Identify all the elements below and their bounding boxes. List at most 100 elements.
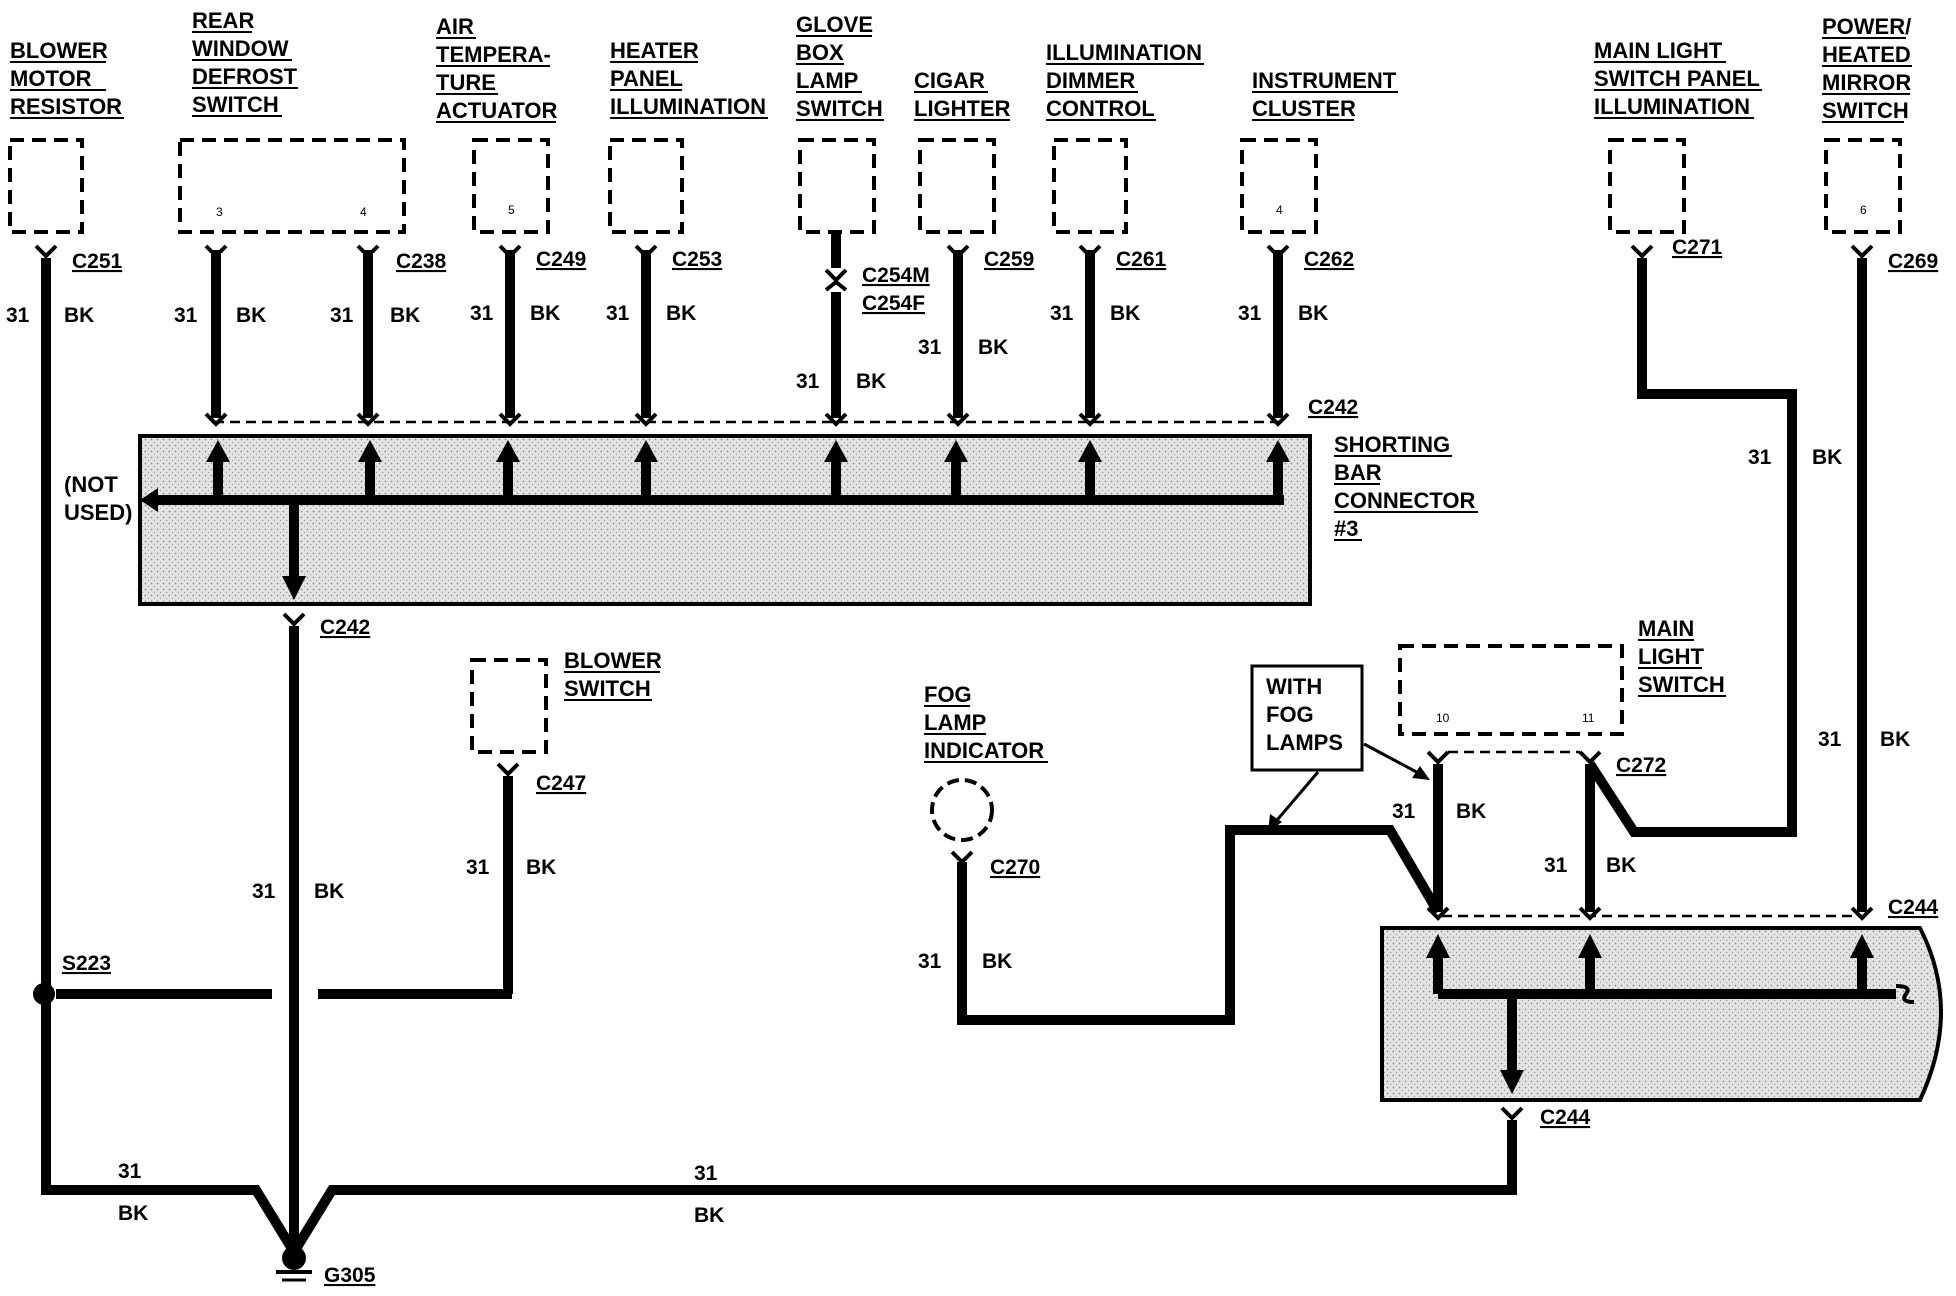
svg-text:C244: C244: [1888, 896, 1939, 919]
label-power-heated-mirror-switch: POWER/ HEATED MIRROR SWITCH: [1822, 14, 1912, 123]
svg-text:C259: C259: [984, 248, 1034, 271]
svg-text:C272: C272: [1616, 754, 1666, 777]
svg-text:TURE: TURE: [436, 70, 496, 95]
s223-splice: [33, 983, 55, 1005]
svg-text:BK: BK: [982, 950, 1012, 973]
svg-text:BK: BK: [694, 1204, 724, 1227]
c244-shorting-bar: [1380, 926, 1943, 1102]
svg-text:31: 31: [1748, 446, 1772, 469]
svg-text:MOTOR: MOTOR: [10, 66, 92, 91]
label-instrument-cluster: INSTRUMENT CLUSTER: [1252, 68, 1398, 121]
svg-text:31: 31: [174, 304, 198, 327]
svg-text:FOG: FOG: [924, 682, 972, 707]
svg-text:HEATER: HEATER: [610, 38, 699, 63]
svg-text:31: 31: [918, 336, 942, 359]
svg-text:5: 5: [508, 203, 515, 217]
svg-text:SWITCH PANEL: SWITCH PANEL: [1594, 66, 1760, 91]
svg-text:C253: C253: [672, 248, 722, 271]
svg-text:C247: C247: [536, 772, 586, 795]
svg-text:C261: C261: [1116, 248, 1167, 271]
svg-text:31: 31: [470, 302, 494, 325]
svg-text:SWITCH: SWITCH: [564, 676, 651, 701]
svg-text:31: 31: [1544, 854, 1568, 877]
svg-text:INSTRUMENT: INSTRUMENT: [1252, 68, 1397, 93]
svg-text:C270: C270: [990, 856, 1040, 879]
svg-text:LAMP: LAMP: [796, 68, 858, 93]
label-blower-switch: BLOWER SWITCH: [564, 648, 662, 701]
blower-switch-box: [470, 658, 548, 754]
svg-text:ILLUMINATION: ILLUMINATION: [610, 94, 766, 119]
svg-text:BK: BK: [666, 302, 696, 325]
svg-text:#3: #3: [1334, 516, 1358, 541]
label-shorting-bar-connector: SHORTING BAR CONNECTOR #3: [1334, 432, 1478, 541]
svg-text:31: 31: [466, 856, 490, 879]
svg-text:SWITCH: SWITCH: [1638, 672, 1725, 697]
label-fog-lamp-indicator: FOG LAMP INDICATOR: [924, 682, 1048, 763]
label-not-used: (NOT USED): [64, 472, 132, 525]
svg-text:SWITCH: SWITCH: [1822, 98, 1909, 123]
fog-lamp-wire: [957, 825, 1443, 1025]
svg-text:31: 31: [1818, 728, 1842, 751]
svg-text:BK: BK: [118, 1202, 148, 1225]
svg-text:ILLUMINATION: ILLUMINATION: [1594, 94, 1750, 119]
svg-text:CONNECTOR: CONNECTOR: [1334, 488, 1475, 513]
svg-text:31: 31: [606, 302, 630, 325]
shorting-bar-bus: [140, 440, 1290, 600]
blower-motor-resistor-box: [8, 138, 84, 234]
power-heated-mirror-switch-box: [1824, 138, 1902, 234]
fog-lamp-indicator-symbol: [930, 778, 994, 842]
label-heater-panel-illumination: HEATER PANEL ILLUMINATION: [610, 38, 768, 119]
svg-text:BK: BK: [1110, 302, 1140, 325]
svg-text:MIRROR: MIRROR: [1822, 70, 1911, 95]
svg-text:BOX: BOX: [796, 40, 844, 65]
svg-text:31: 31: [918, 950, 942, 973]
svg-text:C254F: C254F: [862, 292, 925, 315]
svg-text:TEMPERA-: TEMPERA-: [436, 42, 551, 67]
svg-text:WITH: WITH: [1266, 674, 1322, 699]
svg-text:POWER/: POWER/: [1822, 14, 1911, 39]
svg-text:WINDOW: WINDOW: [192, 36, 289, 61]
svg-text:CLUSTER: CLUSTER: [1252, 96, 1356, 121]
g305-ground-icon: [276, 1246, 312, 1282]
svg-text:LAMP: LAMP: [924, 710, 986, 735]
label-main-light-switch: MAIN LIGHT SWITCH: [1638, 616, 1726, 697]
svg-text:BK: BK: [1456, 800, 1486, 823]
svg-text:4: 4: [1276, 203, 1283, 217]
svg-text:SHORTING: SHORTING: [1334, 432, 1450, 457]
heater-panel-illumination-box: [608, 138, 684, 234]
air-temperature-actuator-box: [472, 138, 550, 234]
label-illumination-dimmer-control: ILLUMINATION DIMMER CONTROL: [1046, 40, 1204, 121]
right-wires: [1433, 258, 1867, 912]
svg-text:BK: BK: [978, 336, 1008, 359]
label-rear-window-defrost-switch: REAR WINDOW DEFROST SWITCH: [192, 8, 298, 117]
with-fog-lamps-callout: WITH FOG LAMPS: [1250, 664, 1430, 832]
svg-text:BK: BK: [314, 880, 344, 903]
upper-wires: [41, 232, 1283, 998]
svg-text:SWITCH: SWITCH: [192, 92, 279, 117]
svg-text:C238: C238: [396, 250, 447, 273]
label-glove-box-lamp-switch: GLOVE BOX LAMP SWITCH: [796, 12, 884, 121]
c244-bus: [1426, 934, 1915, 1094]
svg-text:31: 31: [118, 1160, 142, 1183]
svg-text:CIGAR: CIGAR: [914, 68, 985, 93]
svg-text:PANEL: PANEL: [610, 66, 683, 91]
svg-text:FOG: FOG: [1266, 702, 1314, 727]
main-light-switch-box: [1398, 644, 1624, 736]
main-light-switch-panel-illumination-box: [1608, 138, 1686, 234]
svg-text:C242: C242: [320, 616, 370, 639]
svg-text:C249: C249: [536, 248, 586, 271]
svg-text:31: 31: [6, 304, 30, 327]
label-air-temperature-actuator: AIR TEMPERA- TURE ACTUATOR: [436, 14, 558, 123]
rear-window-defrost-switch-box: [178, 138, 406, 234]
svg-text:(NOT: (NOT: [64, 472, 118, 497]
svg-text:CONTROL: CONTROL: [1046, 96, 1155, 121]
svg-text:SWITCH: SWITCH: [796, 96, 883, 121]
svg-text:MAIN: MAIN: [1638, 616, 1694, 641]
svg-text:LAMPS: LAMPS: [1266, 730, 1343, 755]
svg-text:ILLUMINATION: ILLUMINATION: [1046, 40, 1202, 65]
svg-text:31: 31: [252, 880, 276, 903]
svg-text:31: 31: [1238, 302, 1262, 325]
label-cigar-lighter: CIGAR LIGHTER: [914, 68, 1011, 121]
svg-text:BK: BK: [856, 370, 886, 393]
